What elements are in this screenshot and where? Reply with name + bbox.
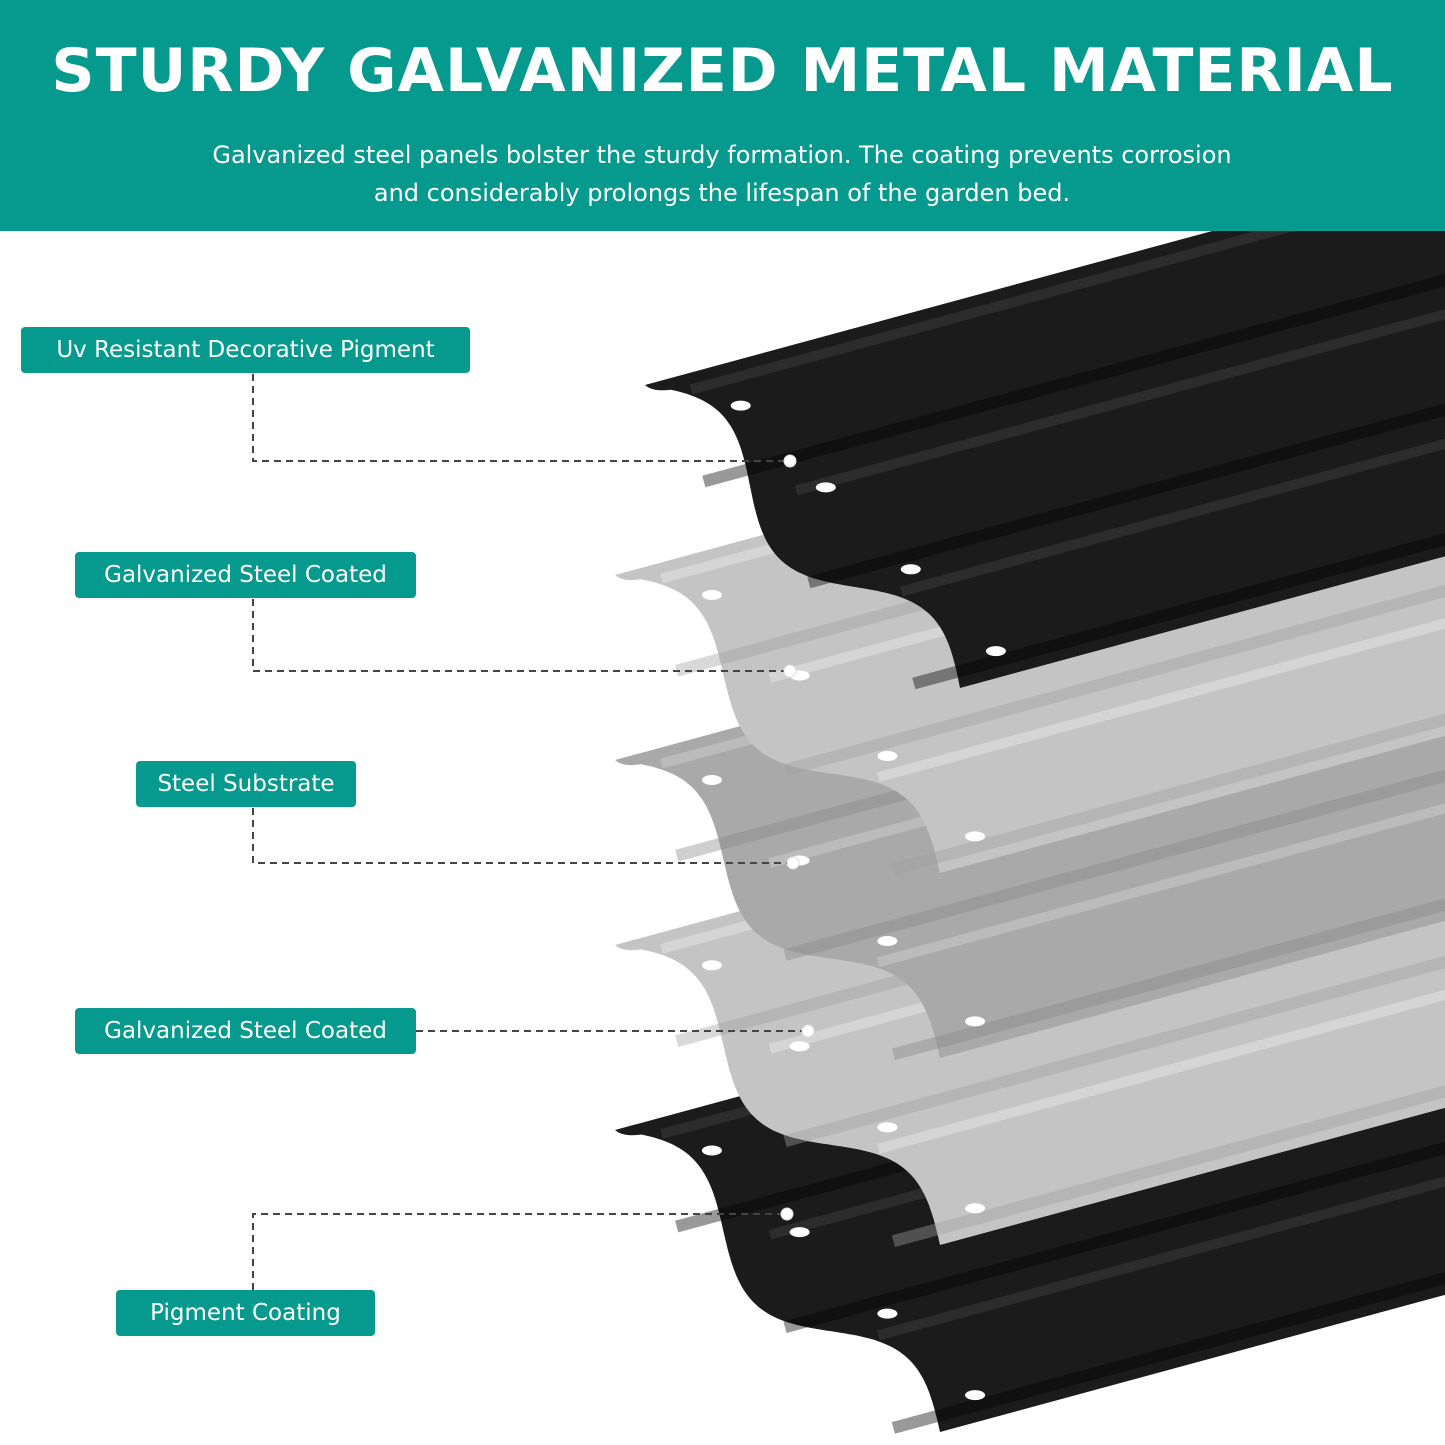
panel-shadow-1-1	[783, 584, 1445, 776]
leader-dot-1	[783, 664, 797, 678]
rivet-hole	[701, 960, 722, 971]
panel-shadow-3-1	[783, 955, 1445, 1147]
leader-line-0	[252, 374, 790, 462]
rivet-hole	[985, 646, 1006, 657]
rivet-hole	[877, 751, 898, 761]
panel-shadow-0-0	[702, 274, 1445, 488]
leader-dot-2	[786, 856, 800, 870]
panel-sheen-2-2	[876, 803, 1445, 968]
panel-sheen-3-2	[876, 989, 1445, 1154]
leader-dot-3	[801, 1024, 815, 1038]
leader-dot-4	[780, 1207, 794, 1221]
leader-line-4	[252, 1213, 787, 1290]
leader-line-2	[252, 808, 793, 864]
page-title: STURDY GALVANIZED METAL MATERIAL	[51, 36, 1394, 106]
panel-shadow-2-2	[891, 898, 1445, 1061]
panel-shadow-4-2	[891, 1271, 1445, 1434]
leader-line-1	[252, 599, 790, 672]
rivet-hole	[900, 564, 921, 575]
panel-sheen-0-2	[899, 438, 1445, 597]
rivet-hole	[730, 400, 751, 411]
header-banner: STURDY GALVANIZED METAL MATERIAL Galvani…	[0, 0, 1445, 231]
panel-shadow-3-2	[891, 1085, 1445, 1247]
rivet-hole	[965, 1203, 986, 1214]
rivet-hole	[789, 1227, 810, 1238]
panel-shadow-1-2	[891, 713, 1445, 876]
page-description: Galvanized steel panels bolster the stur…	[172, 136, 1272, 212]
layer-label-steel-substrate: Steel Substrate	[136, 761, 356, 807]
rivet-hole	[701, 1145, 722, 1156]
leader-dot-0	[783, 454, 797, 468]
panel-sheen-0-0	[689, 231, 1295, 395]
layer-label-uv-pigment: Uv Resistant Decorative Pigment	[21, 327, 470, 373]
layer-label-pigment-coating: Pigment Coating	[116, 1290, 375, 1336]
panel-sheen-0-1	[794, 309, 1445, 496]
description-line-2: and considerably prolongs the lifespan o…	[373, 179, 1071, 207]
panel-sheen-4-2	[877, 1176, 1445, 1341]
rivet-hole	[877, 1308, 898, 1319]
rivet-hole	[701, 590, 722, 600]
panel-shadow-2-1	[783, 769, 1445, 961]
rivet-hole	[965, 1390, 986, 1401]
rivet-hole	[965, 1016, 986, 1027]
rivet-hole	[789, 1041, 810, 1052]
panel-shadow-0-1	[807, 403, 1445, 589]
rivet-hole	[965, 831, 986, 842]
layer-label-galvanized-bottom: Galvanized Steel Coated	[75, 1008, 416, 1054]
panel-layer-0	[645, 231, 1445, 688]
panel-sheen-1-2	[876, 618, 1445, 783]
layer-label-galvanized-top: Galvanized Steel Coated	[75, 552, 416, 598]
panel-shadow-4-1	[783, 1141, 1445, 1334]
rivet-hole	[877, 936, 898, 946]
rivet-hole	[701, 775, 722, 785]
description-line-1: Galvanized steel panels bolster the stur…	[212, 141, 1232, 169]
rivet-hole	[877, 1122, 898, 1133]
rivet-hole	[815, 482, 836, 493]
